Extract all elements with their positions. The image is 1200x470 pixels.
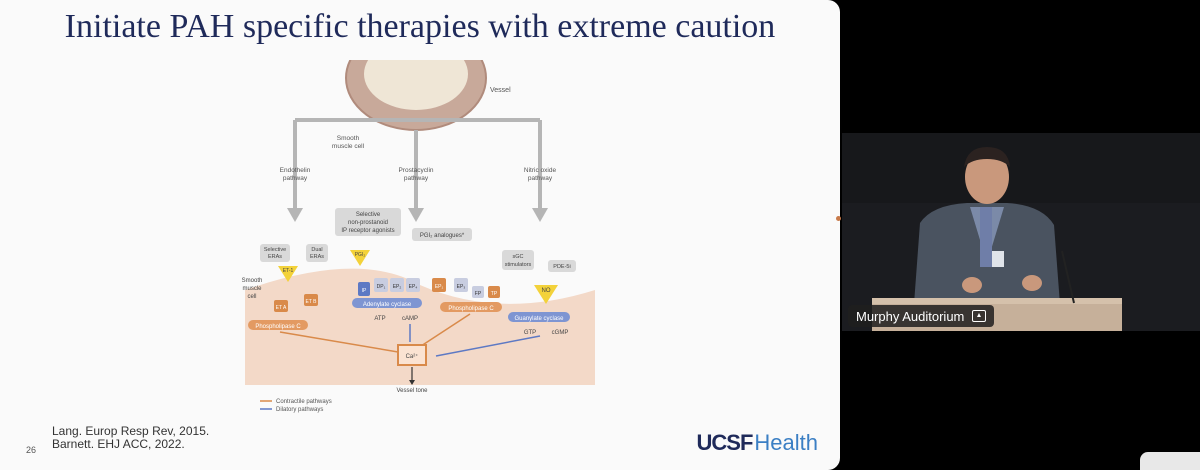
svg-text:Ca²⁺: Ca²⁺ [406, 353, 419, 360]
svg-text:cGMP: cGMP [552, 330, 569, 336]
svg-text:IP: IP [362, 288, 367, 294]
svg-text:ET B: ET B [305, 299, 317, 305]
speaker-image [842, 133, 1200, 331]
svg-text:Smooth: Smooth [337, 135, 360, 142]
svg-text:TP: TP [491, 291, 498, 297]
svg-text:GTP: GTP [524, 330, 536, 336]
svg-text:ATP: ATP [374, 316, 385, 322]
svg-text:Dilatory pathways: Dilatory pathways [276, 407, 323, 413]
vessel-lumen [364, 60, 468, 110]
references: Lang. Europ Resp Rev, 2015. Barnett. EHJ… [52, 425, 209, 451]
svg-text:cAMP: cAMP [402, 316, 418, 322]
svg-text:EP₄: EP₄ [409, 284, 418, 290]
reference-1: Lang. Europ Resp Rev, 2015. [52, 424, 210, 438]
svg-text:ERAs: ERAs [310, 254, 324, 260]
svg-text:Dual: Dual [311, 247, 322, 253]
svg-text:pathway: pathway [528, 175, 553, 182]
speaker-camera-feed [842, 133, 1200, 331]
svg-text:Endothelin: Endothelin [280, 167, 311, 174]
svg-text:Vessel tone: Vessel tone [396, 388, 428, 394]
svg-text:Selective: Selective [356, 212, 381, 218]
slide-title: Initiate PAH specific therapies with ext… [64, 8, 776, 45]
svg-text:ET-1: ET-1 [283, 268, 294, 274]
svg-text:Contractile pathways: Contractile pathways [276, 399, 332, 405]
svg-text:stimulators: stimulators [505, 262, 532, 268]
svg-text:pathway: pathway [404, 175, 429, 182]
svg-text:DP₁: DP₁ [377, 284, 386, 290]
svg-text:sGC: sGC [513, 254, 524, 260]
svg-text:EP₃: EP₃ [457, 284, 466, 290]
svg-text:ET A: ET A [276, 305, 287, 311]
svg-text:ERAs: ERAs [268, 254, 282, 260]
popout-icon[interactable] [972, 310, 987, 322]
reaction-button[interactable] [1140, 452, 1200, 470]
svg-text:NO: NO [542, 288, 551, 294]
ucsf-health-logo: UCSFHealth [697, 430, 818, 456]
svg-text:PGI₂: PGI₂ [355, 252, 366, 258]
svg-text:Guanylate cyclase: Guanylate cyclase [514, 316, 564, 322]
svg-text:PDE-5i: PDE-5i [553, 264, 570, 270]
svg-text:EP₂: EP₂ [393, 284, 402, 290]
svg-text:Nitric oxide: Nitric oxide [524, 167, 557, 174]
svg-text:Prostacyclin: Prostacyclin [398, 167, 433, 174]
smooth-muscle-cell-area [245, 268, 595, 385]
svg-text:PGI₂ analogues*: PGI₂ analogues* [420, 233, 465, 239]
svg-text:pathway: pathway [283, 175, 308, 182]
svg-text:Selective: Selective [264, 247, 286, 253]
svg-text:Phospholipase C: Phospholipase C [448, 306, 494, 312]
svg-text:cell: cell [247, 294, 256, 300]
resize-handle-dot[interactable] [836, 216, 841, 221]
svg-text:muscle: muscle [242, 286, 262, 292]
slide-number: 26 [26, 445, 37, 455]
svg-text:IP receptor agonists: IP receptor agonists [341, 228, 394, 234]
svg-text:muscle cell: muscle cell [332, 143, 365, 150]
svg-text:Adenylate cyclase: Adenylate cyclase [363, 302, 412, 308]
svg-text:Smooth: Smooth [242, 278, 263, 284]
location-label: Murphy Auditorium [848, 305, 995, 327]
svg-text:non-prostanoid: non-prostanoid [348, 220, 388, 226]
location-label-text: Murphy Auditorium [856, 308, 965, 324]
svg-text:EP₁: EP₁ [435, 284, 444, 290]
vessel-label: Vessel [490, 87, 511, 94]
logo-ucsf: UCSF [696, 430, 754, 455]
reference-2: Barnett. EHJ ACC, 2022. [52, 437, 185, 451]
pah-pathway-diagram: Vessel Smooth muscle cell Endothelin pat… [242, 60, 595, 413]
logo-health: Health [754, 430, 818, 455]
svg-text:Phospholipase C: Phospholipase C [255, 324, 301, 330]
svg-text:FP: FP [475, 291, 482, 297]
presentation-slide: Initiate PAH specific therapies with ext… [0, 0, 840, 470]
